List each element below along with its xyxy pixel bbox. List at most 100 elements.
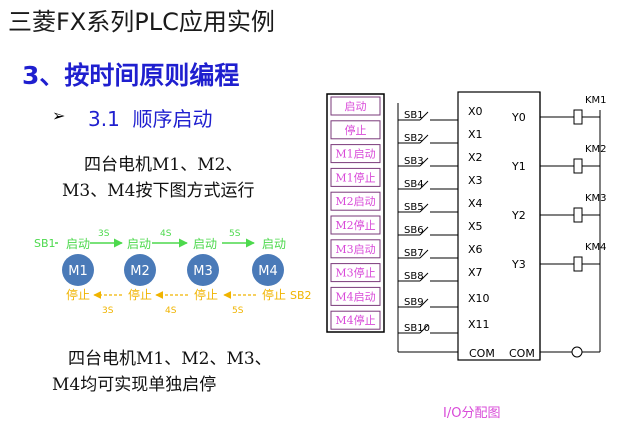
panel-button[interactable] (330, 120, 381, 140)
motor-circle (62, 254, 94, 286)
switch-contact-icon (419, 324, 429, 334)
motor-label: M1 (68, 264, 88, 279)
panel-button[interactable] (330, 215, 381, 235)
switch-label: SB2 (404, 133, 424, 144)
contactor-label: KM4 (585, 242, 607, 253)
input-terminal-label: X4 (468, 197, 483, 210)
output-terminal-label: Y0 (511, 111, 526, 124)
panel-button-label: M1启动 (335, 148, 375, 161)
motor-row: M1 M2 M3 M4 (62, 254, 284, 286)
panel-button-label: M2启动 (335, 195, 375, 208)
motor-circle (252, 254, 284, 286)
plc-block (457, 91, 541, 361)
motor-label: M4 (258, 264, 278, 279)
panel-button-label: M3启动 (335, 243, 375, 256)
com-input-label: COM (469, 347, 495, 360)
stop-switch-label: SB2 (290, 289, 312, 302)
stop-label: 停止 (194, 287, 218, 302)
contactor-coil-icon (573, 158, 583, 174)
switch-contact-icon (419, 272, 429, 282)
input-terminal-label: X2 (468, 151, 483, 164)
panel-button-label: M4启动 (335, 290, 375, 303)
panel-button[interactable] (330, 96, 381, 116)
input-terminal-label: X0 (468, 105, 483, 118)
description-line: 四台电机M1、M2、 (84, 155, 243, 175)
switch-label: SB6 (404, 225, 424, 236)
start-delay-label: 4S (160, 229, 172, 239)
subsection-number: 3.1 (88, 107, 120, 131)
input-terminal-label: X11 (468, 318, 490, 331)
contactor-coil-icon (573, 109, 583, 125)
input-terminal-label: X5 (468, 220, 483, 233)
switch-contact-icon (419, 180, 429, 190)
page-title: 三菱FX系列PLC应用实例 (8, 8, 275, 36)
panel-button-label: M2停止 (335, 218, 375, 232)
output-terminal-label: Y1 (511, 160, 526, 173)
motor-circle (124, 254, 156, 286)
stop-delay-label: 5S (232, 306, 244, 316)
description-line: M4均可实现单独启停 (52, 375, 217, 395)
start-label: 启动 (66, 237, 90, 251)
description-line: 四台电机M1、M2、M3、 (68, 349, 272, 369)
output-terminal-label: Y2 (511, 209, 526, 222)
start-sequence: SB1 启动 3S 启动 4S 启动 5S 启动 (34, 229, 286, 251)
panel-button[interactable] (330, 286, 381, 306)
subsection-heading: 3.1 顺序启动 (88, 103, 213, 132)
switch-label: SB4 (404, 179, 424, 190)
input-terminal-label: X1 (468, 128, 483, 141)
switch-contact-icon (419, 157, 429, 167)
start-delay-label: 5S (229, 229, 241, 239)
switch-label: SB1 (404, 110, 424, 121)
output-terminal-label: Y3 (511, 258, 526, 271)
contactor-label: KM2 (585, 144, 607, 155)
motor-circle (187, 254, 219, 286)
switch-contact-icon (419, 226, 429, 236)
stop-sequence: 停止 3S 停止 4S 停止 5S 停止 SB2 (66, 287, 312, 316)
switch-contact-icon (419, 111, 429, 121)
panel-button[interactable] (330, 310, 381, 330)
stop-label: 停止 (66, 287, 90, 302)
panel-button[interactable] (330, 144, 381, 164)
panel-button[interactable] (330, 167, 381, 187)
input-terminal-label: X3 (468, 174, 483, 187)
switch-contact-icon (419, 298, 429, 308)
panel-button[interactable] (330, 263, 381, 283)
stop-label: 停止 (128, 287, 152, 302)
switch-contact-icon (419, 203, 429, 213)
input-terminal-label: X10 (468, 292, 490, 305)
contactor-coil-icon (573, 207, 583, 223)
start-label: 启动 (127, 237, 151, 251)
panel-button-label: M1停止 (335, 170, 375, 184)
arrow-bullet-icon: ➢ (52, 106, 66, 125)
start-label: 启动 (193, 237, 217, 251)
subsection-label: 顺序启动 (132, 107, 213, 131)
contactor-coil-icon (573, 256, 583, 272)
stop-delay-label: 4S (165, 306, 177, 316)
description-line: M3、M4按下图方式运行 (62, 181, 255, 201)
switch-label: SB10 (404, 323, 430, 334)
motor-label: M2 (130, 264, 150, 279)
start-delay-label: 3S (98, 229, 110, 239)
panel-button-label: M4停止 (335, 313, 375, 327)
switch-label: SB5 (404, 202, 424, 213)
switch-label: SB7 (404, 248, 424, 259)
stop-label: 停止 (262, 287, 286, 302)
contactor-label: KM3 (585, 193, 607, 204)
motor-label: M3 (193, 264, 213, 279)
panel-button-label: M3停止 (335, 266, 375, 280)
start-switch-label: SB1 (34, 237, 56, 250)
input-terminal-label: X6 (468, 243, 483, 256)
input-terminal-label: X7 (468, 266, 483, 279)
power-source-icon (571, 346, 583, 358)
start-label: 启动 (262, 237, 286, 251)
panel-button-label: 停止 (345, 123, 367, 137)
switch-label: SB8 (404, 271, 424, 282)
panel-button[interactable] (330, 191, 381, 211)
panel-button[interactable] (330, 239, 381, 259)
section-heading: 3、按时间原则编程 (22, 61, 240, 90)
io-diagram-caption: I/O分配图 (443, 406, 501, 421)
contactor-label: KM1 (585, 95, 607, 106)
com-output-label: COM (509, 347, 535, 360)
